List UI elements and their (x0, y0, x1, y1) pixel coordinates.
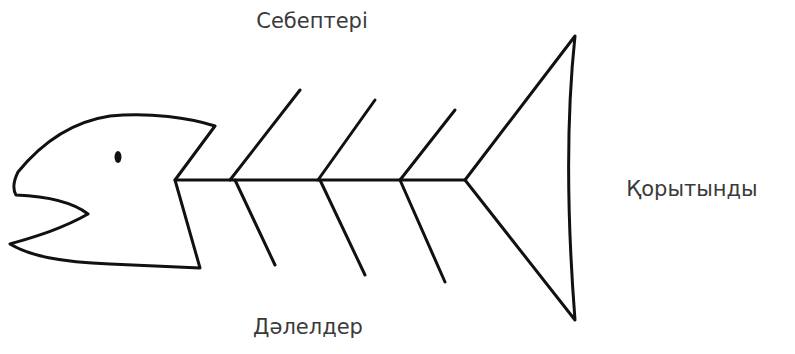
diagram-label: Қорытынды (626, 177, 757, 202)
evidence-bone (320, 180, 365, 275)
evidence-bone (235, 180, 275, 265)
evidence-bone (400, 180, 445, 282)
fish-head (10, 115, 215, 268)
fish-tail (465, 36, 575, 320)
diagram-label: Дәлелдер (253, 315, 363, 340)
cause-bone (230, 90, 300, 180)
cause-bone (400, 110, 455, 180)
diagram-label: Себептері (256, 9, 368, 34)
cause-bone (318, 100, 375, 180)
fish-eye (115, 151, 122, 163)
